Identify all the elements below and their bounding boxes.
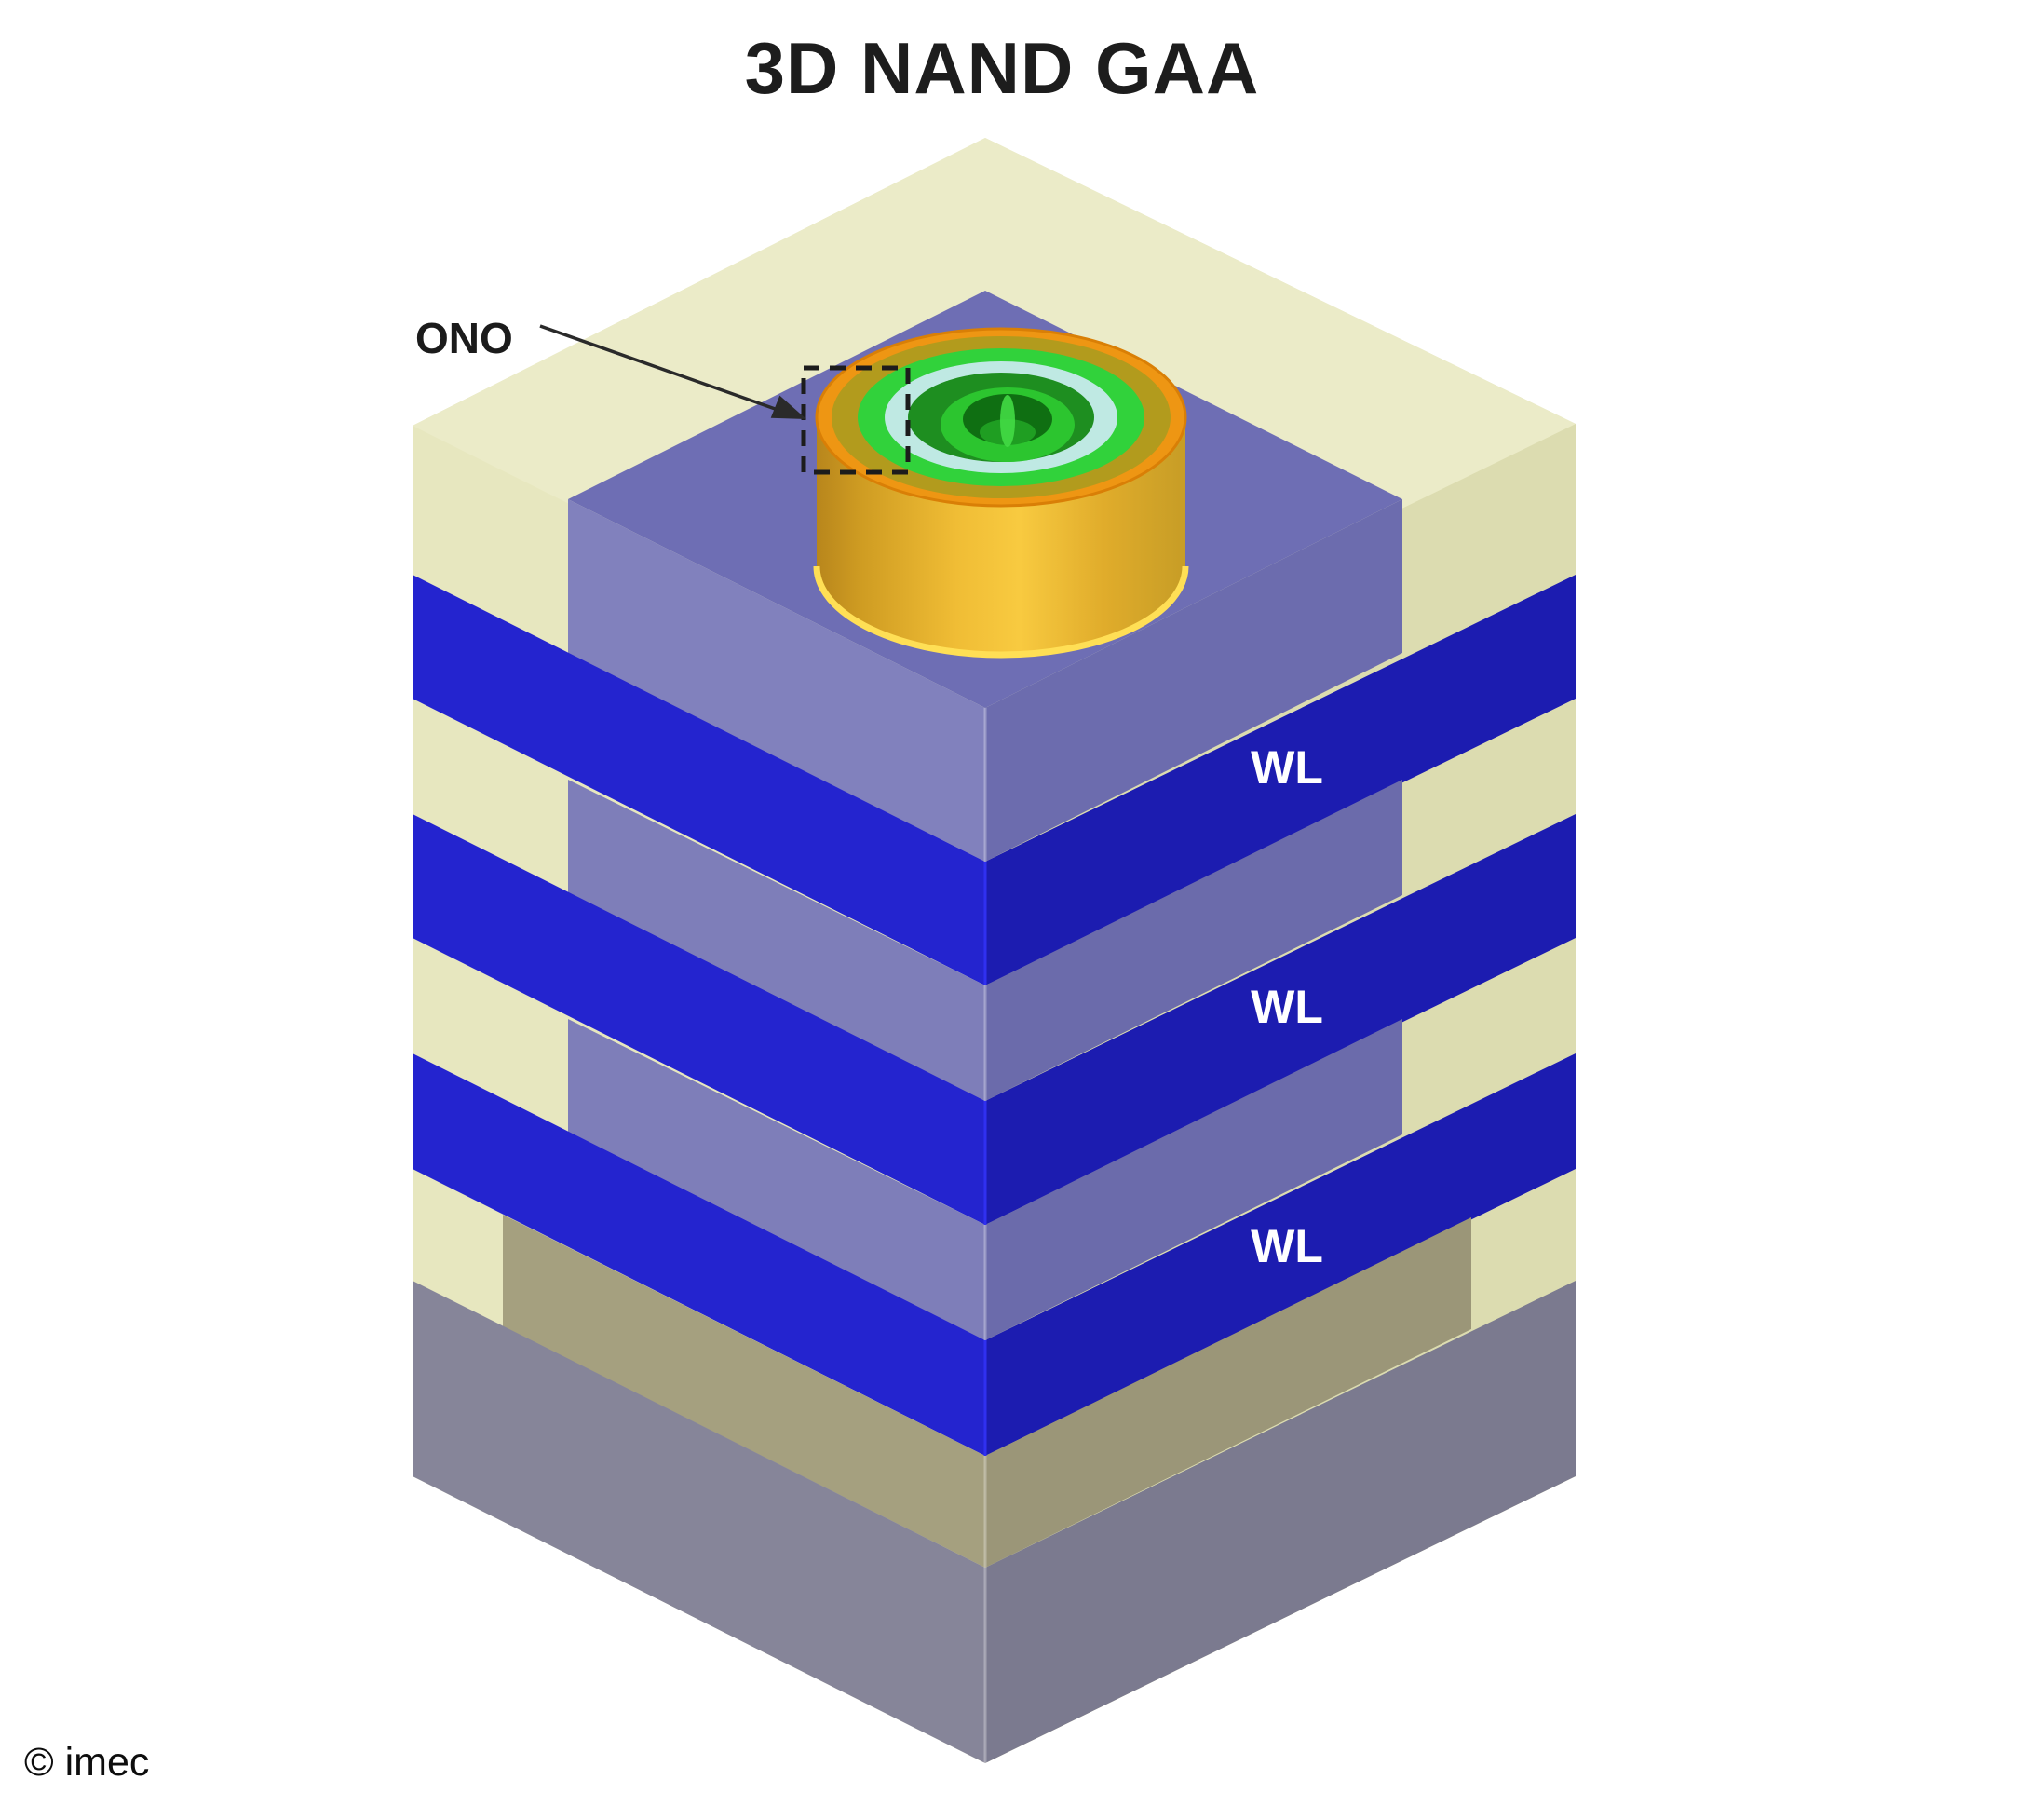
wl-label-2: WL	[1251, 981, 1323, 1033]
page-title: 3D NAND GAA	[744, 27, 1260, 109]
ono-dashed-box	[801, 365, 911, 475]
substrate-top-face	[503, 1215, 1471, 1568]
word-line-1	[413, 575, 1576, 985]
wl-label-1: WL	[1251, 741, 1323, 794]
ono-label: ONO	[415, 314, 513, 362]
substrate-base	[413, 1281, 1576, 1763]
copyright-imec: © imec	[24, 1740, 150, 1785]
oxide-gap-1	[568, 780, 1402, 1101]
ono-arrow	[539, 324, 806, 419]
wl-label-3: WL	[1251, 1220, 1323, 1272]
word-line-3	[413, 1053, 1576, 1456]
ono-rings	[815, 327, 1187, 508]
word-line-2	[413, 814, 1576, 1225]
oxide-gap-2	[568, 1019, 1402, 1340]
channel-pillar	[813, 327, 1189, 659]
